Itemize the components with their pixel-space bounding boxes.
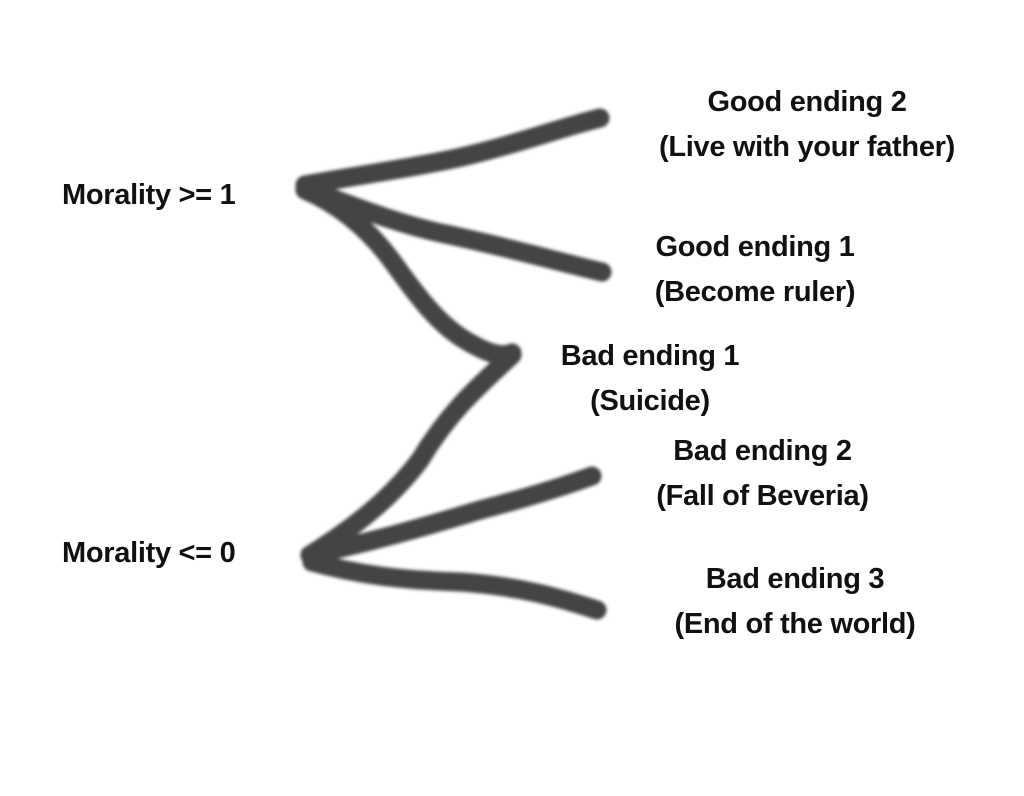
- ending-subtitle: (Become ruler): [654, 275, 856, 308]
- ending-title: Bad ending 2: [673, 435, 852, 467]
- ending-title: Bad ending 3: [705, 563, 885, 595]
- edge-high-to-good2: [295, 108, 610, 195]
- ending-subtitle: (Fall of Beveria): [656, 479, 869, 512]
- edge-high-to-bad1: [295, 180, 522, 365]
- ending-good-2: Good ending 2 (Live with your father): [625, 80, 989, 170]
- ending-bad-2: Bad ending 2 (Fall of Beveria): [630, 429, 895, 519]
- condition-morality-low: Morality <= 0: [62, 537, 236, 569]
- ending-title: Good ending 2: [707, 86, 907, 118]
- edge-low-to-bad2: [300, 466, 602, 565]
- ending-bad-3: Bad ending 3 (End of the world): [645, 557, 945, 647]
- ending-good-1: Good ending 1 (Become ruler): [630, 225, 880, 315]
- condition-morality-high: Morality >= 1: [62, 179, 236, 211]
- edge-low-to-bad1: [300, 345, 522, 565]
- edge-high-to-good1: [295, 178, 612, 282]
- ending-bad-1: Bad ending 1 (Suicide): [540, 334, 760, 424]
- ending-title: Good ending 1: [655, 231, 855, 263]
- ending-subtitle: (Live with your father): [658, 130, 955, 163]
- ending-title: Bad ending 1: [560, 340, 740, 372]
- ending-subtitle: (End of the world): [674, 607, 916, 640]
- ending-subtitle: (Suicide): [590, 384, 710, 417]
- edge-low-to-bad3: [302, 552, 607, 620]
